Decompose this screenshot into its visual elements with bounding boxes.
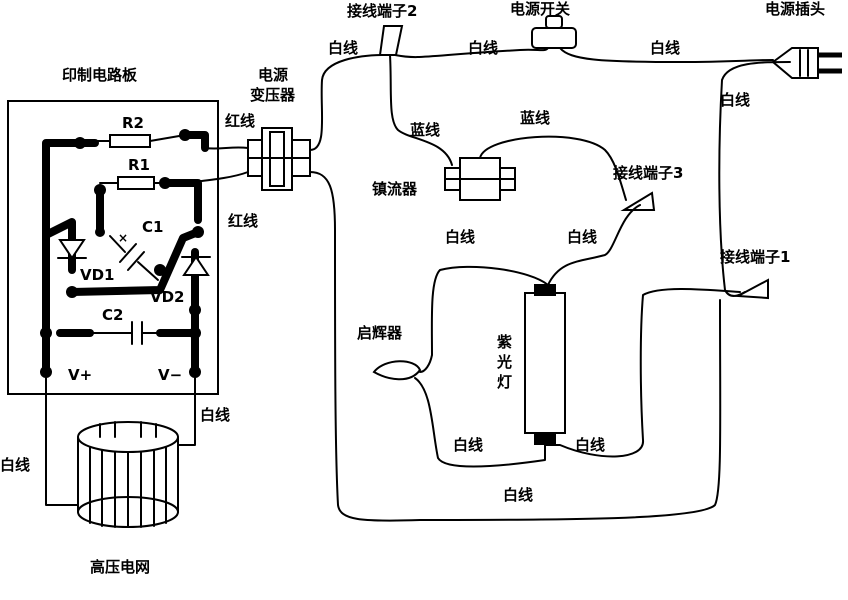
vminus-label: V−: [158, 366, 182, 384]
white-wire-label: 白线: [720, 91, 750, 109]
r2-label: R2: [122, 114, 144, 132]
r1-label: R1: [128, 156, 150, 174]
ballast-label: 镇流器: [372, 180, 418, 198]
c1-label: C1: [142, 218, 163, 236]
transformer-label-line1: 电源: [258, 66, 288, 84]
starter-label: 启辉器: [357, 324, 403, 342]
vd1-label: VD1: [80, 266, 115, 284]
power-plug: [771, 47, 842, 79]
transformer-label-line2: 变压器: [250, 86, 296, 104]
white-wire-label: 白线: [445, 228, 475, 246]
hv-grid: [77, 421, 179, 528]
pcb-label: 印制电路板: [62, 66, 138, 84]
white-wire-label: 白线: [468, 39, 498, 57]
capacitor-c2: [89, 321, 161, 345]
white-wire-label: 白线: [200, 406, 230, 424]
red-wire-label-bottom: 红线: [228, 212, 258, 230]
power-transformer: [247, 127, 311, 191]
white-wire-label: 白线: [503, 486, 533, 504]
terminal-2: [378, 25, 404, 56]
terminal3-label: 接线端子3: [613, 164, 683, 182]
c2-label: C2: [102, 306, 123, 324]
power-switch: [531, 15, 577, 49]
terminal-3: [620, 191, 656, 211]
white-wire-label: 白线: [650, 39, 680, 57]
terminal-1: [734, 278, 769, 300]
labels: 印制电路板 电源 变压器 接线端子2 电源开关 电源插头 接线端子3 接线端子1…: [0, 0, 825, 576]
blue-wire-label: 蓝线: [410, 121, 440, 139]
blue-wire-label: 蓝线: [520, 109, 550, 127]
white-wire-label: 白线: [567, 228, 597, 246]
diode-vd1: [57, 239, 87, 260]
white-wire-label: 白线: [0, 456, 30, 474]
uv-lamp: [524, 284, 566, 445]
solder-pads: [40, 129, 204, 378]
starter: [372, 360, 422, 381]
power-plug-label: 电源插头: [765, 0, 825, 18]
capacitor-c1: [109, 235, 159, 281]
power-switch-label: 电源开关: [510, 0, 570, 18]
uv-lamp-label-3: 灯: [497, 373, 512, 391]
vplus-label: V+: [68, 366, 92, 384]
vd2-label: VD2: [150, 288, 185, 306]
white-wire-label: 白线: [328, 39, 358, 57]
wires: [45, 47, 791, 522]
white-wire-label: 白线: [453, 436, 483, 454]
hv-grid-label: 高压电网: [90, 558, 150, 576]
diode-vd2: [181, 255, 211, 276]
ballast: [444, 157, 516, 201]
uv-lamp-label-1: 紫: [497, 333, 512, 351]
white-wire-label: 白线: [575, 436, 605, 454]
c1-polarity-mark: ×: [118, 231, 128, 245]
resistor-r1: [117, 176, 155, 190]
uv-lamp-label-2: 光: [496, 353, 512, 371]
terminal1-label: 接线端子1: [720, 248, 790, 266]
terminal2-label: 接线端子2: [347, 2, 417, 20]
resistor-r2: [109, 134, 151, 148]
red-wire-label-top: 红线: [225, 112, 255, 130]
